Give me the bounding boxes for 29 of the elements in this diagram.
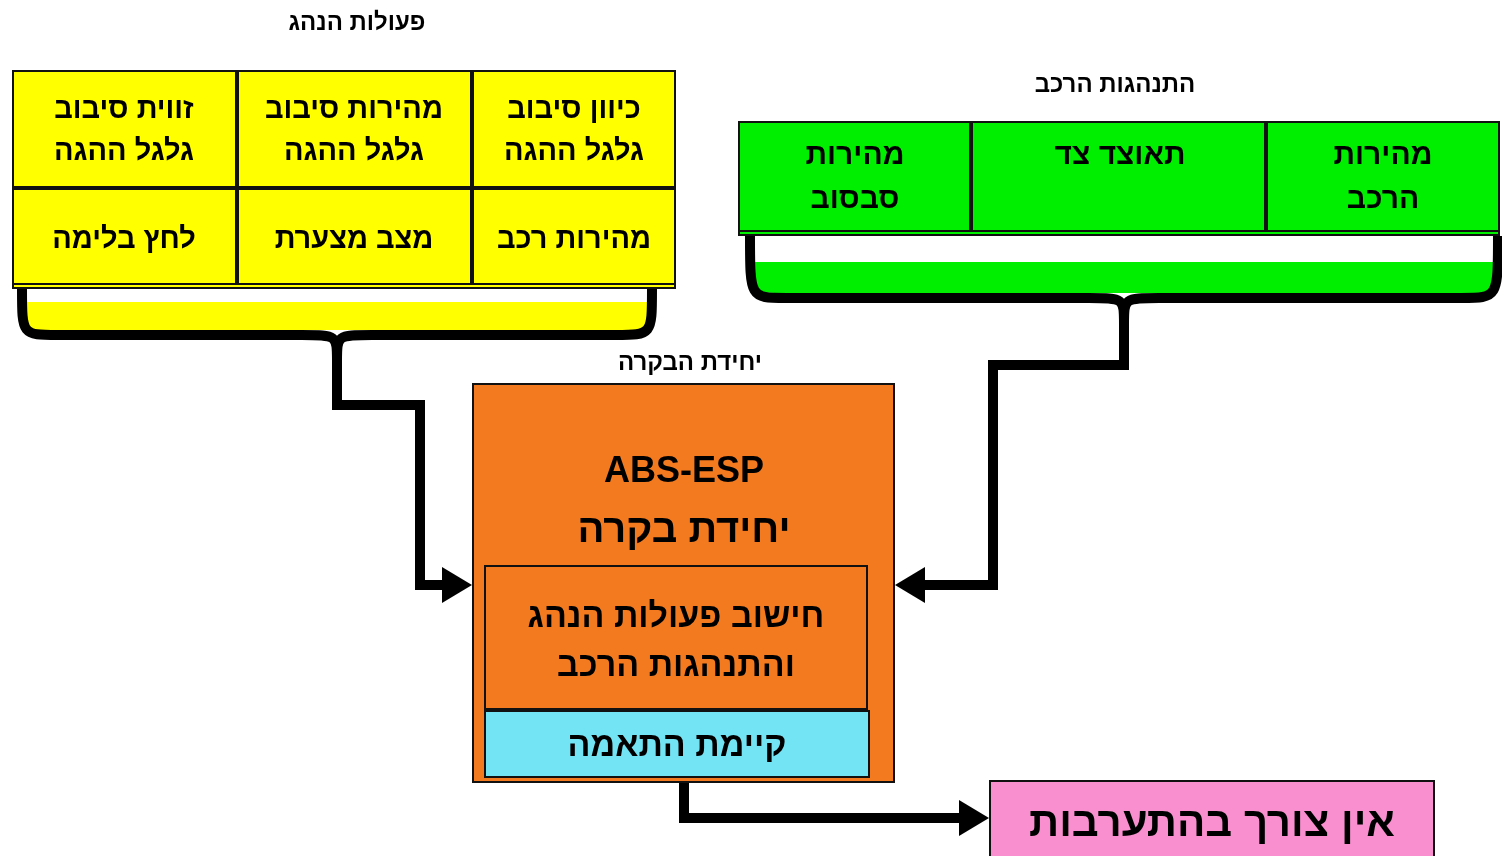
- process-box: [484, 565, 868, 710]
- table-cell: [1266, 121, 1500, 232]
- status-box: [484, 710, 870, 778]
- table-title: התנהגות הרכב: [1034, 68, 1196, 99]
- table-cell: [472, 188, 676, 285]
- table-title: פעולות הנהג: [288, 6, 426, 37]
- box-text: חישוב פעולות הנהג והתנהגות הרכב: [526, 594, 826, 685]
- cell-text: מהירות סיבוב גלגל ההגה: [263, 90, 444, 168]
- table-cell: [12, 70, 237, 188]
- cell-text: מהירות רכב: [495, 221, 653, 256]
- cell-text: מהירות סבסוב: [804, 136, 906, 216]
- box-text: קיימת התאמה: [567, 724, 787, 766]
- table-cell: [472, 70, 676, 188]
- cell-text: לחץ בלימה: [51, 221, 197, 256]
- box-title: יחידת הבקרה: [617, 346, 763, 377]
- box-heading: יחידת בקרה: [577, 505, 791, 552]
- table-cell: [237, 70, 472, 188]
- table-cell: [738, 121, 971, 232]
- box-heading: ABS-ESP: [604, 447, 764, 492]
- result-box: [989, 780, 1435, 856]
- cell-text: מהירות הרכב: [1332, 136, 1434, 216]
- cell-text: זווית סיבוב גלגל ההגה: [53, 90, 195, 168]
- table-cell: [971, 121, 1266, 232]
- cell-text: תאוצד צד: [1053, 136, 1187, 172]
- cell-text: כיוון סיבוב גלגל ההגה: [503, 90, 645, 168]
- box-text: אין צורך בהתערבות: [1029, 796, 1395, 847]
- table-cell: [237, 188, 472, 285]
- table-cell: [12, 188, 237, 285]
- cell-text: מצב מצערת: [273, 221, 435, 256]
